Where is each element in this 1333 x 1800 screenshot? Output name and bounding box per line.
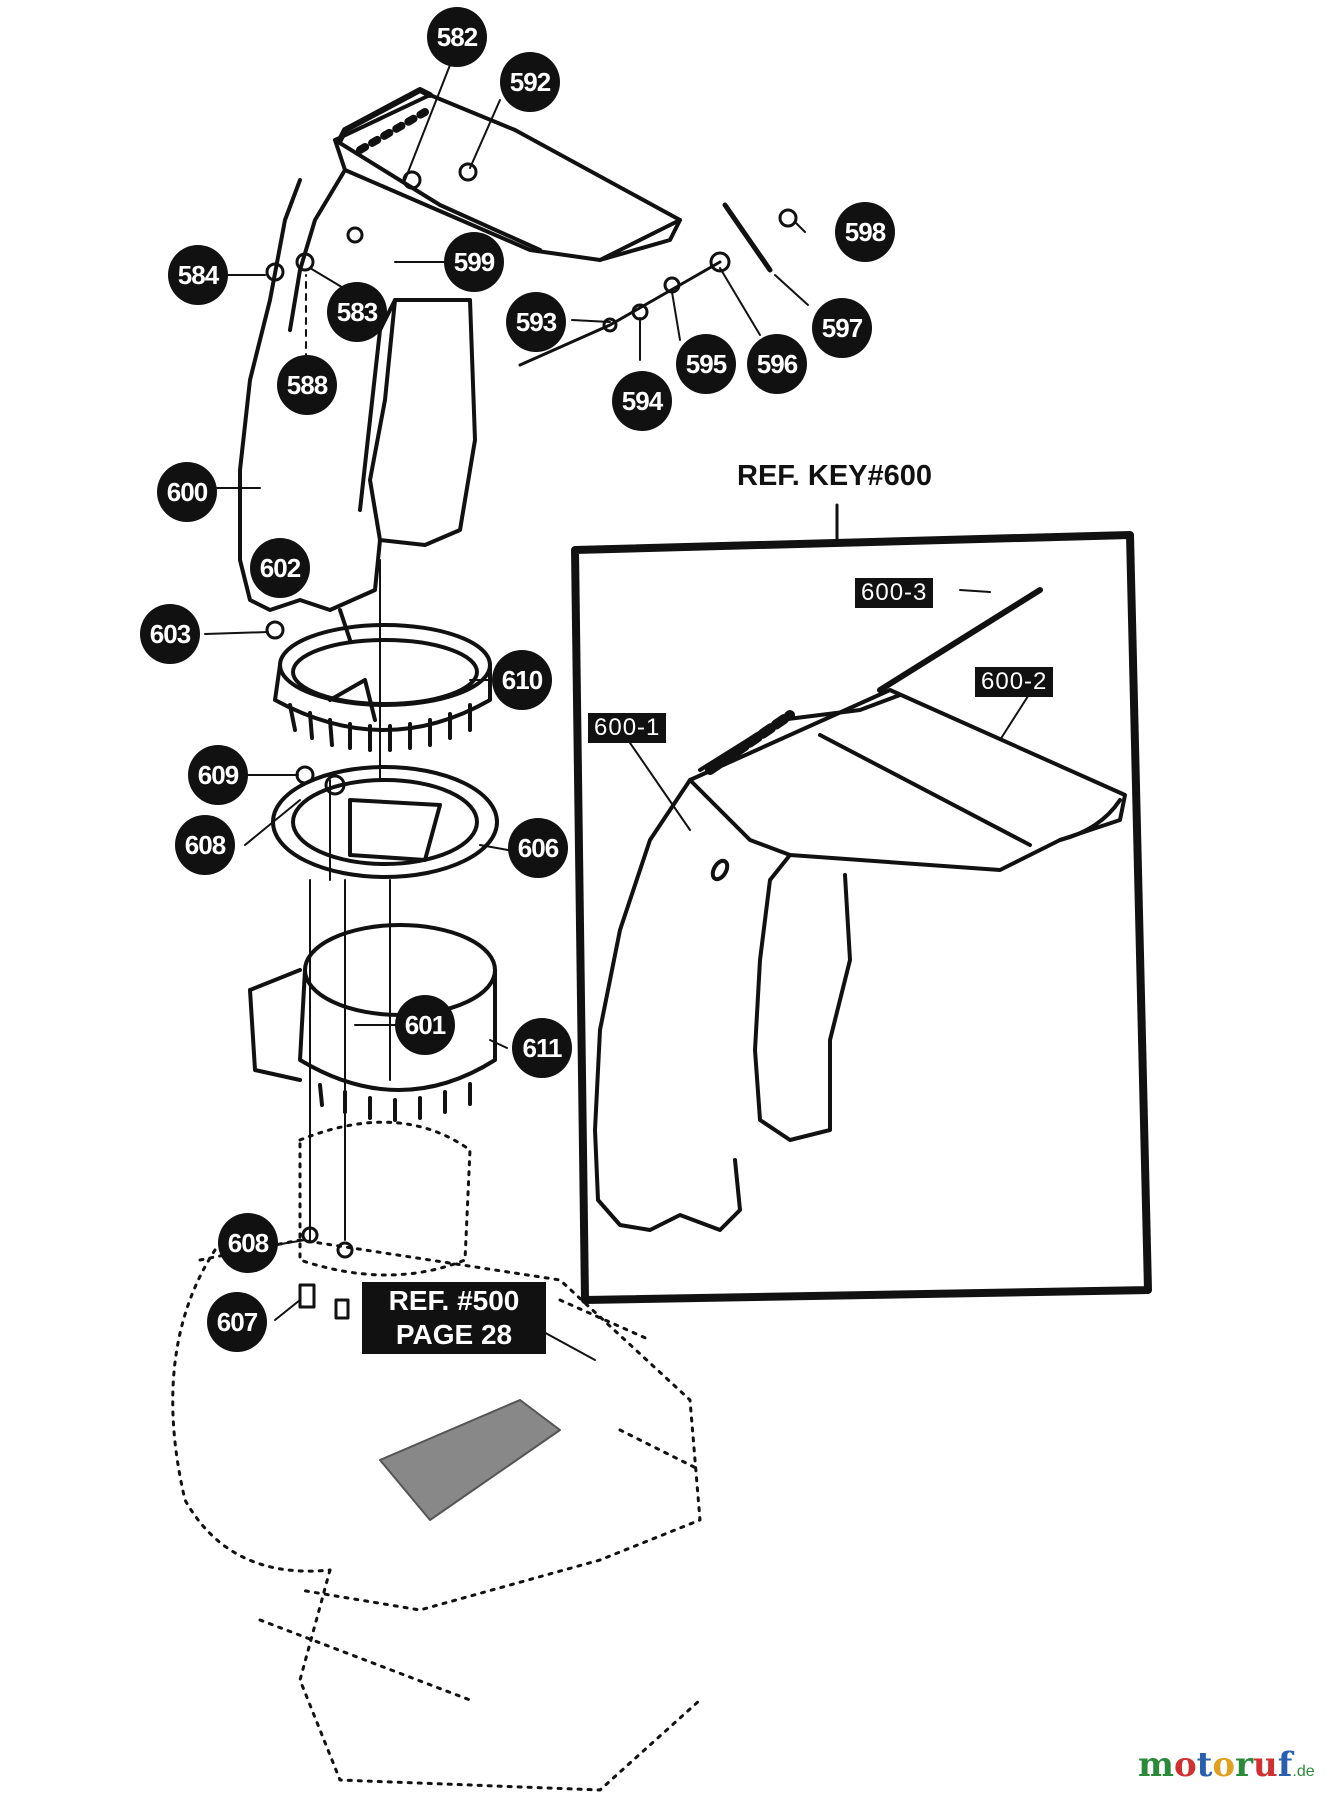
ref-note: REF. #500 PAGE 28 (362, 1282, 546, 1354)
part-label-594: 594 (612, 371, 672, 431)
part-label-601: 601 (395, 995, 455, 1055)
chute-deflector (288, 87, 682, 332)
part-label-610: 610 (492, 650, 552, 710)
inset-box (571, 503, 1152, 1304)
part-label-599: 599 (444, 232, 504, 292)
part-label-611: 611 (512, 1018, 572, 1078)
hardware (265, 162, 798, 1320)
part-label-608-lower: 608 (218, 1213, 278, 1273)
ref-note-line2: PAGE 28 (395, 1319, 513, 1350)
part-label-596: 596 (747, 334, 807, 394)
part-label-597: 597 (812, 298, 872, 358)
hatched-opening (379, 1399, 561, 1521)
part-label-584: 584 (168, 245, 228, 305)
part-label-600: 600 (157, 462, 217, 522)
part-label-608-upper: 608 (175, 815, 235, 875)
ref-key-heading: REF. KEY#600 (737, 460, 933, 492)
chute-ring-610 (273, 623, 492, 752)
part-label-593: 593 (506, 292, 566, 352)
part-label-609: 609 (188, 745, 248, 805)
watermark-suffix: .de (1292, 1763, 1315, 1780)
part-label-607: 607 (207, 1292, 267, 1352)
part-label-598: 598 (835, 202, 895, 262)
part-label-606: 606 (508, 818, 568, 878)
housing-dashed (171, 1120, 702, 1792)
inset-tag-600-2: 600-2 (975, 667, 1054, 697)
discharge-chute (238, 178, 477, 642)
part-label-592: 592 (500, 52, 560, 112)
part-label-583: 583 (327, 282, 387, 342)
part-label-582: 582 (427, 7, 487, 67)
part-label-603: 603 (140, 604, 200, 664)
watermark-logo: motoruf.de (1138, 1745, 1315, 1785)
leader-lines (204, 64, 809, 1361)
part-label-602: 602 (250, 538, 310, 598)
ref-note-line1: REF. #500 (388, 1285, 520, 1316)
part-label-588: 588 (277, 355, 337, 415)
assembly-lines (309, 559, 391, 1241)
inset-tag-600-1: 600-1 (588, 713, 667, 743)
watermark-text: motoruf (1138, 1745, 1293, 1785)
inset-tag-600-3: 600-3 (855, 578, 934, 608)
chute-base-ring-611 (248, 923, 497, 1122)
part-label-595: 595 (676, 334, 736, 394)
